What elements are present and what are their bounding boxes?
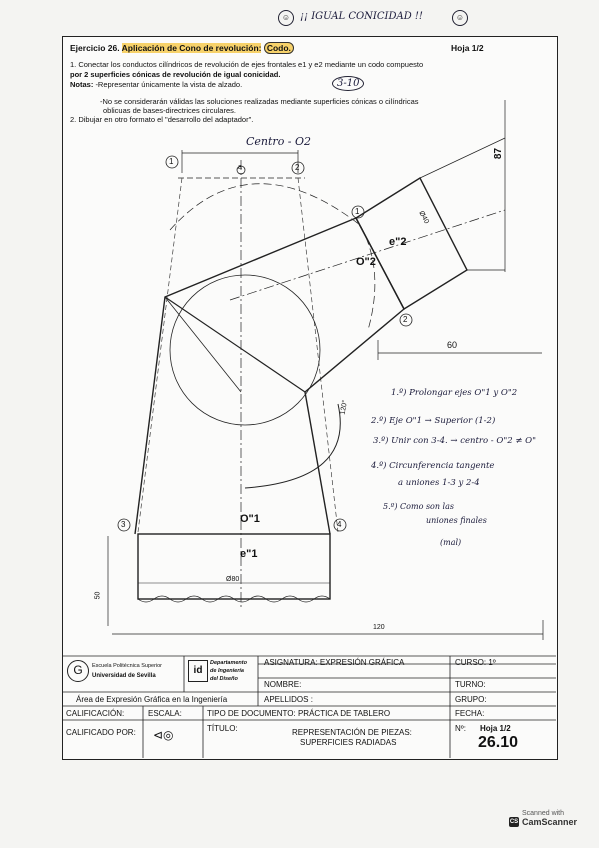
exercise-prefix: Ejercicio 26.: [70, 43, 120, 53]
escala: ESCALA:: [148, 709, 182, 718]
point-2b-label: 2: [403, 315, 408, 324]
num-label: Nº:: [455, 724, 466, 733]
exercise-title-row: Ejercicio 26. Aplicación de Cono de revo…: [70, 42, 294, 54]
axis-e2: [229, 209, 506, 301]
point-4-label: 4: [337, 520, 342, 529]
curso: CURSO: 1º: [455, 658, 496, 667]
nombre: NOMBRE:: [264, 680, 302, 689]
point-1-label: 1: [169, 157, 174, 166]
exercise-title: Aplicación de Cono de revolución:: [121, 43, 262, 53]
school-name-1: Escuela Politécnica Superior: [92, 663, 163, 669]
camscanner-icon: CS: [508, 817, 519, 827]
sheet-number: Hoja 1/2: [451, 43, 484, 53]
smiley-left-icon: ☺: [278, 10, 294, 26]
step-4b: a uniones 1-3 y 2-4: [398, 478, 480, 488]
circled-note: 3-10: [332, 76, 365, 91]
dept-1: Departamento: [210, 660, 247, 666]
scanner-brand: CamScanner: [521, 817, 578, 827]
cylinder-e1: [137, 533, 331, 600]
point-a-label: a: [238, 164, 242, 171]
title-block-grid: [62, 655, 556, 758]
cylinder-e2: [355, 177, 468, 310]
statement-line-1: 1. Conectar los conductos cilíndricos de…: [70, 60, 424, 69]
dept-logo-icon: id: [188, 660, 208, 682]
area: Área de Expresión Gráfica en la Ingenier…: [76, 695, 228, 704]
statement-line-2: por 2 superficies cónicas de revolución …: [70, 70, 281, 79]
school-logo-icon: G: [67, 660, 89, 682]
point-2-label: 2: [295, 163, 300, 172]
calificado-por: CALIFICADO POR:: [66, 728, 136, 737]
turno: TURNO:: [455, 680, 486, 689]
dim-120-label: 120: [373, 624, 385, 631]
e2-label: e"2: [389, 236, 407, 248]
statement-line-3: 2. Dibujar en otro formato el "desarroll…: [70, 115, 254, 124]
top-note: ¡¡ IGUAL CONICIDAD !!: [300, 11, 423, 22]
asignatura: ASIGNATURA: EXPRESIÓN GRÁFICA: [264, 658, 405, 667]
note-3: oblicuas de bases-directrices circulares…: [103, 106, 236, 115]
construction-arc: [169, 183, 376, 331]
scanned-with: Scanned with: [521, 810, 565, 817]
hoja-label: Hoja 1/2: [480, 724, 511, 733]
apellidos: APELLIDOS :: [264, 695, 313, 704]
dim-87-label: 87: [493, 147, 505, 160]
note-1: -Representar únicamente la vista de alza…: [95, 80, 243, 89]
tangent-sphere: [169, 274, 321, 426]
notes-label: Notas:: [70, 80, 94, 89]
e1-label: e"1: [240, 548, 258, 560]
point-1b-label: 1: [355, 207, 360, 216]
school-name-2: Universidad de Sevilla: [92, 673, 156, 679]
step-5c: (mal): [440, 538, 462, 547]
tipo-documento: TIPO DE DOCUMENTO: PRÁCTICA DE TABLERO: [207, 709, 391, 718]
dim-50-label: 50: [94, 591, 102, 600]
fecha: FECHA:: [455, 709, 485, 718]
rep-line-1: REPRESENTACIÓN DE PIEZAS:: [292, 728, 412, 737]
step-2: 2.º) Eje O"1 → Superior (1-2): [371, 416, 496, 426]
exercise-title-codo: Codo.: [263, 42, 294, 54]
o2-label: O"2: [356, 256, 376, 268]
rep-line-2: SUPERFICIES RADIADAS: [300, 738, 397, 747]
step-5: 5.º) Como son las: [383, 502, 454, 511]
scanner-watermark: Scanned with CS CamScanner: [501, 810, 585, 838]
code-label: 26.10: [478, 734, 519, 751]
dept-3: del Diseño: [210, 676, 238, 682]
grupo: GRUPO:: [455, 695, 487, 704]
angle-arc-120: [244, 403, 341, 489]
phi80-label: Ø80: [226, 576, 240, 583]
projection-symbol-icon: ⊲◎: [153, 728, 174, 742]
dim-60-label: 60: [447, 340, 458, 350]
note-2: -No se considerarán válidas las solucion…: [100, 97, 419, 106]
step-3: 3.º) Unir con 3-4. → centro - O"2 ≠ O": [373, 436, 537, 446]
notes-line: Notas: -Representar únicamente la vista …: [70, 80, 242, 89]
step-5b: uniones finales: [426, 516, 487, 525]
drawing-sheet: [62, 36, 558, 760]
titulo: TÍTULO:: [207, 724, 238, 733]
step-1: 1.º) Prolongar ejes O"1 y O"2: [391, 388, 518, 398]
calificacion: CALIFICACIÓN:: [66, 709, 125, 718]
smiley-right-icon: ☺: [452, 10, 468, 26]
dept-2: de Ingeniería: [210, 668, 244, 674]
step-4: 4.º) Circunferencia tangente: [371, 461, 495, 471]
point-3-label: 3: [121, 520, 126, 529]
o1-label: O"1: [240, 513, 260, 525]
centro-label: Centro - O2: [246, 135, 312, 148]
